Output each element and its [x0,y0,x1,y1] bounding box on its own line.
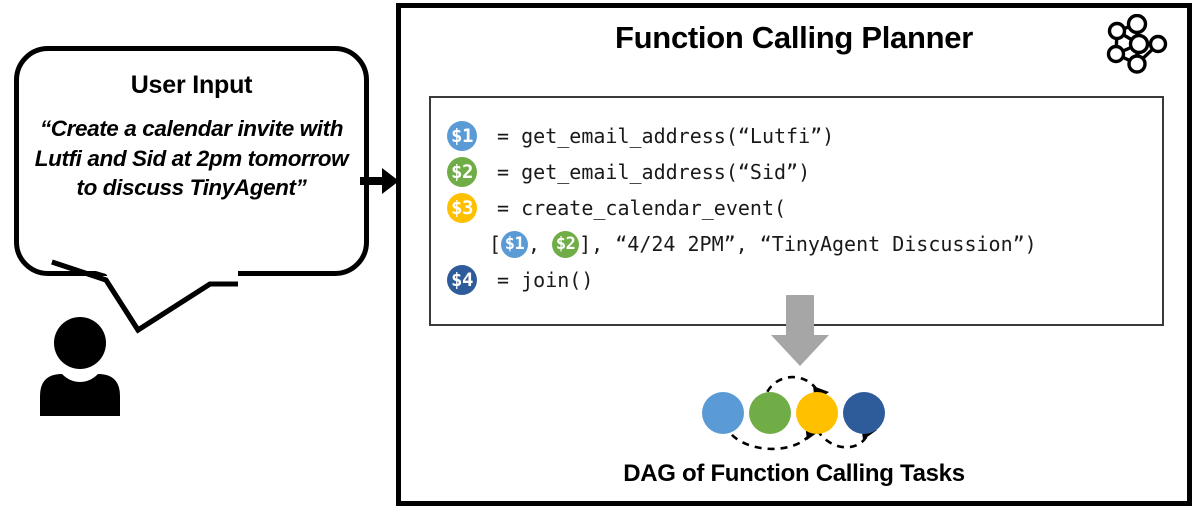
panel-title: Function Calling Planner [615,20,973,55]
dag-caption: DAG of Function Calling Tasks [623,460,965,487]
var-badge-inline-2: $2 [552,230,580,258]
code-line-5: $4 = join() [447,262,1162,298]
dag-nodes [702,392,885,434]
dag-node-4 [843,392,885,434]
code-line-2-text: = get_email_address(“Sid”) [485,160,811,184]
code-line-1-text: = get_email_address(“Lutfi”) [485,124,835,148]
var-badge-4: $4 [447,265,477,295]
dag-graph [702,375,885,451]
bubble-quote-text: “Create a calendar invite with Lutfi and… [34,116,349,201]
code-line-2: $2 = get_email_address(“Sid”) [447,154,1162,190]
code-line-1: $1 = get_email_address(“Lutfi”) [447,118,1162,154]
dag-node-3 [796,392,838,434]
var-badge-2: $2 [447,157,477,187]
var-badge-1: $1 [447,121,477,151]
panel-header: Function Calling Planner [401,8,1187,80]
code-line-3: $3 = create_calendar_event( [447,190,1162,226]
right-arrow-icon [360,168,399,194]
bubble-title: User Input [130,71,253,99]
code-line-4: [ $1 , $2 ], “4/24 2PM”, “TinyAgent Disc… [447,226,1162,262]
code-line-5-text: = join() [485,268,594,292]
code-line-4-separator: , [528,232,553,256]
code-line-4-prefix: [ [489,232,502,256]
function-calling-planner-panel: Function Calling Planner [396,3,1192,506]
neural-network-logo-icon [1106,14,1168,74]
code-line-3-text: = create_calendar_event( [485,196,787,220]
down-arrow-icon [771,295,829,366]
var-badge-3: $3 [447,193,477,223]
edge-node1-node3 [723,423,815,451]
speech-bubble-tail [51,258,238,334]
user-input-section: User Input “Create a calendar invite wit… [0,0,399,512]
speech-bubble: User Input “Create a calendar invite wit… [14,46,369,276]
dag-node-1 [702,392,744,434]
code-line-4-suffix: ], “4/24 2PM”, “TinyAgent Discussion”) [579,232,1037,256]
var-badge-inline-1: $1 [501,230,529,258]
plan-code-box: $1 = get_email_address(“Lutfi”) $2 = get… [429,96,1164,326]
code-lines: $1 = get_email_address(“Lutfi”) $2 = get… [431,98,1162,298]
person-icon [40,317,120,416]
dag-node-2 [749,392,791,434]
